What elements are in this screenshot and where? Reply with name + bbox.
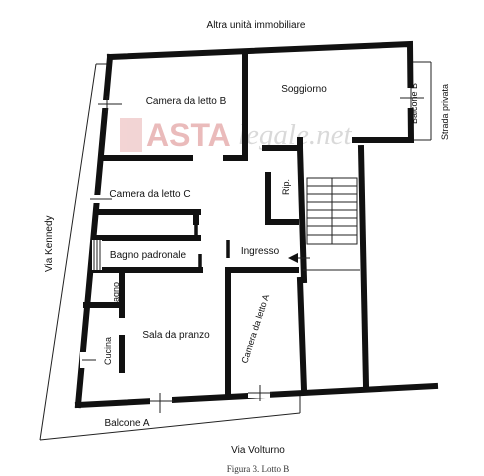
room-ripostiglio: Rip. <box>281 179 291 195</box>
figure-caption: Figura 3. Lotto B <box>227 464 290 474</box>
wall-stair-left-low <box>296 276 308 394</box>
room-camera-a: Camera da letto A <box>239 293 271 365</box>
room-camera-c: Camera da letto C <box>109 189 190 200</box>
exterior-walls <box>74 40 439 409</box>
label-street-bottom: Via Volturno <box>231 445 285 456</box>
window-balcone-b <box>400 88 424 108</box>
entry-arrow-icon <box>288 253 310 263</box>
room-camera-b: Camera da letto B <box>146 96 227 107</box>
boundary-left <box>39 63 97 441</box>
wall-stair-left <box>296 144 308 284</box>
wall-right-lower <box>357 144 370 390</box>
boundary-bottom <box>39 412 301 441</box>
watermark: ASTA legale.net <box>120 117 352 153</box>
window-balcone-a-right <box>248 385 272 401</box>
windows <box>80 88 424 409</box>
label-street-left: Via Kennedy <box>44 215 55 272</box>
label-top-neighbor: Altra unità immobiliare <box>207 20 306 31</box>
watermark-logo-mark <box>120 118 142 152</box>
room-sala-pranzo: Sala da pranzo <box>142 330 210 341</box>
doors <box>194 222 230 270</box>
room-balcone-a: Balcone A <box>104 418 149 429</box>
label-private-road: Strada privata <box>440 84 450 140</box>
room-cucina: Cucina <box>103 337 113 365</box>
window-bagno-padronale <box>92 240 102 270</box>
window-cucina <box>80 352 96 368</box>
window-camera-b <box>98 96 122 112</box>
room-soggiorno: Soggiorno <box>281 84 327 95</box>
room-bagno-padronale: Bagno padronale <box>110 250 187 261</box>
wall-left <box>74 53 114 409</box>
interior-walls <box>83 49 299 396</box>
window-balcone-a-left <box>150 393 174 409</box>
staircase <box>303 177 360 271</box>
window-camera-c <box>90 195 112 203</box>
room-bagno: Bagno <box>111 282 121 308</box>
room-balcone-b: Balcone B <box>409 83 419 124</box>
watermark-prefix: ASTA <box>146 117 231 153</box>
room-ingresso: Ingresso <box>241 246 280 257</box>
